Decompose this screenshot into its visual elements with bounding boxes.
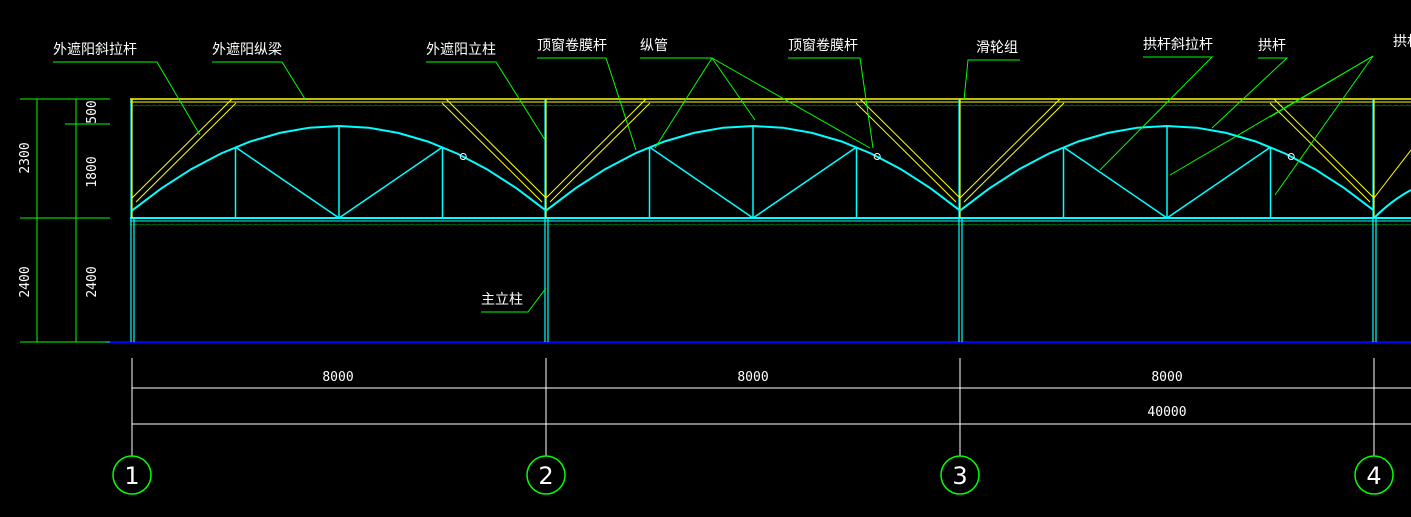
- axis-label-2: 2: [538, 462, 553, 490]
- leader-12: [1211, 57, 1289, 129]
- arch-rod-bay-4-partial: [1373, 189, 1411, 219]
- arch-diag-rod-bay-3-a: [1063, 146, 1168, 219]
- arch-diag-rod-bay-1-b: [338, 146, 443, 219]
- dim-lower-a: 2400: [18, 266, 33, 297]
- leader-1: [53, 61, 201, 136]
- outer-shade-diag-bay-3-b: [1273, 98, 1375, 199]
- dim-total-upper: 2300: [18, 142, 33, 173]
- outer-shade-diag-bay-1-a: [131, 98, 233, 199]
- dim-truss-height: 1800: [85, 156, 100, 187]
- outer-shade-diag-bay-1-b2: [441, 102, 543, 203]
- leader-14: [1274, 55, 1374, 196]
- label-outer-shade-long-beam: 外遮阳纵梁: [212, 42, 282, 58]
- pulley-bay-3: [1287, 152, 1295, 160]
- outer-shade-diag-bay-2-a: [545, 98, 647, 199]
- axis-bubbles: 1 2 3 4: [112, 455, 1394, 495]
- bottom-dimension-texts: 8000 8000 8000 40000: [322, 370, 1186, 420]
- outer-shade-diag-bay-1-a2: [135, 102, 237, 203]
- label-longitudinal-pipe: 纵管: [640, 38, 668, 54]
- leader-16: [481, 287, 547, 313]
- arch-diag-rod-bay-2-a: [649, 146, 754, 219]
- pulley-bay-2: [873, 152, 881, 160]
- label-outer-shade-post: 外遮阳立柱: [426, 42, 496, 58]
- arch-diag-rod-bay-2-b: [752, 146, 857, 219]
- axis-bubble-4: [1354, 455, 1394, 495]
- axis-label-4: 4: [1366, 462, 1381, 490]
- leader-2: [212, 61, 306, 100]
- dim-top-offset: 500: [85, 100, 100, 123]
- annotation-labels: 外遮阳斜拉杆 外遮阳纵梁 外遮阳立柱 顶窗卷膜杆 纵管 顶窗卷膜杆 滑轮组 拱杆…: [53, 34, 1411, 308]
- outer-shade-diag-bay-1-b: [445, 98, 547, 199]
- leader-15: [1269, 55, 1374, 118]
- label-arch-rod: 拱杆: [1258, 38, 1286, 54]
- axis-bubble-2: [526, 455, 566, 495]
- outer-shade-diag-bay-4: [1373, 149, 1411, 199]
- arch-diag-rod-bay-3-b: [1166, 146, 1271, 219]
- axis-bubble-1: [112, 455, 152, 495]
- outer-shade-diag-bay-3-b2: [1269, 102, 1371, 203]
- label-arch-diag-rod: 拱杆斜拉杆: [1143, 37, 1213, 53]
- leader-lines: [53, 55, 1374, 313]
- axis-label-3: 3: [952, 462, 967, 490]
- leader-7: [711, 57, 871, 149]
- dim-span-1: 8000: [322, 370, 353, 385]
- film-wave-1: [129, 223, 1411, 226]
- pulley-bay-1: [459, 152, 467, 160]
- leader-3: [426, 61, 546, 141]
- outer-shade-diag-bay-2-b2: [855, 102, 957, 203]
- dim-lower-b: 2400: [85, 266, 100, 297]
- label-main-post: 主立柱: [481, 292, 523, 308]
- label-roof-window-film-rod-1: 顶窗卷膜杆: [537, 37, 607, 54]
- outer-shade-diag-bay-2-a2: [549, 102, 651, 203]
- label-outer-shade-diag-rod: 外遮阳斜拉杆: [53, 42, 137, 58]
- label-roof-window-film-rod-2: 顶窗卷膜杆: [788, 37, 858, 54]
- leader-11: [1099, 56, 1214, 171]
- axis-label-1: 1: [124, 462, 139, 490]
- label-pulley-group: 滑轮组: [976, 39, 1018, 56]
- outer-shade-diag-bay-3-a: [959, 98, 1061, 199]
- label-arch-rod-clipped: 拱杆: [1393, 34, 1411, 50]
- outer-shade-diag-bay-2-b: [859, 98, 961, 199]
- dim-total: 40000: [1147, 405, 1186, 420]
- leader-10: [963, 59, 976, 101]
- leader-4: [537, 57, 637, 151]
- dim-span-3: 8000: [1151, 370, 1182, 385]
- leader-6: [711, 57, 756, 121]
- left-dimension-texts: 2300 500 1800 2400 2400: [18, 100, 100, 297]
- dimension-lines: [20, 98, 1411, 456]
- arch-diag-rod-bay-1-a: [235, 146, 340, 219]
- leader-8: [788, 57, 874, 149]
- structure: [105, 98, 1411, 343]
- film-wave-0: [129, 104, 1411, 107]
- dim-span-2: 8000: [737, 370, 768, 385]
- outer-shade-diag-bay-3-a2: [963, 102, 1065, 203]
- axis-bubble-3: [940, 455, 980, 495]
